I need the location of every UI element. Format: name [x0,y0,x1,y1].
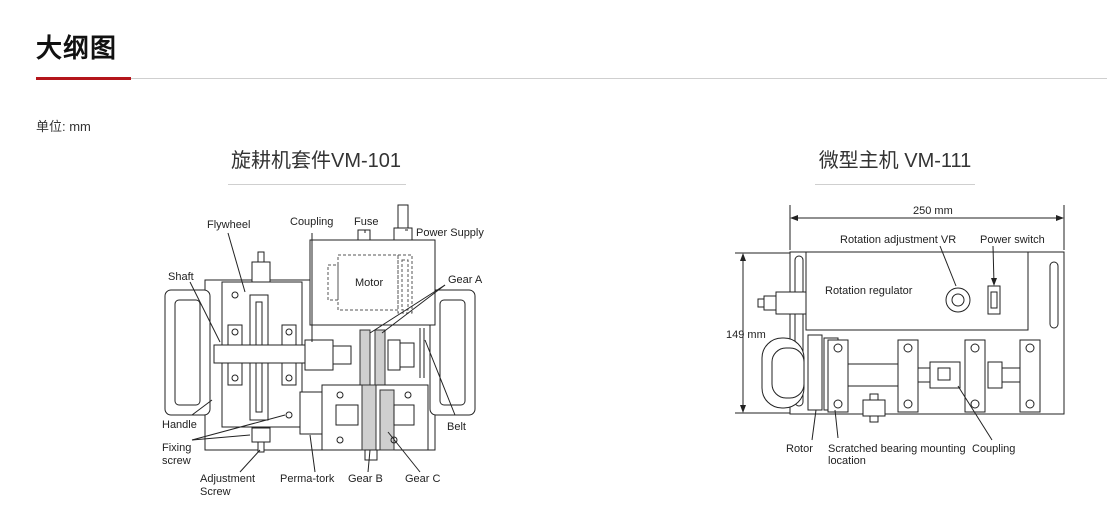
label-shaft: Shaft [168,271,194,283]
label-rotation-vr: Rotation adjustment VR [840,234,956,246]
vm101-gear-b [361,384,377,451]
vm101-coupling [304,339,334,371]
label-adjustment-screw: Adjustment [200,473,255,485]
label-gear-a: Gear A [448,274,483,286]
label-motor: Motor [355,277,383,289]
vm101-gear-a [359,329,371,386]
vm101-leader-lines [189,229,456,473]
label-power-supply: Power Supply [416,227,484,239]
vm111-connector [775,291,807,315]
vm111-dimensions [735,205,1065,414]
label-power-switch: Power switch [980,234,1045,246]
vm111-labels: 250 mm 149 mm Rotation adjustment VR Pow… [726,205,1045,467]
vm101-power-supply [397,204,409,231]
vm101-motor-housing [309,239,436,326]
vm101-perma-tork [299,391,323,435]
label-rotor: Rotor [786,443,813,455]
vm111-diagram: 250 mm 149 mm Rotation adjustment VR Pow… [726,205,1065,467]
vm111-title-rule [815,184,975,185]
vm111-shaft [847,363,899,387]
label-width: 250 mm [913,205,953,217]
label-gear-c: Gear C [405,473,441,485]
label-adjustment-screw-2: Screw [200,486,231,498]
label-rotation-regulator: Rotation regulator [825,285,913,297]
label-fixing-screw-2: screw [162,455,191,467]
label-flywheel: Flywheel [207,219,250,231]
label-gear-b: Gear B [348,473,383,485]
title-accent-bar [36,77,131,80]
unit-label: 单位: mm [36,119,91,134]
label-belt: Belt [447,421,466,433]
vm101-fuse [357,229,371,241]
vm111-drawing [757,251,1065,423]
vm101-gear-c [379,389,395,451]
vm101-diagram: Flywheel Coupling Fuse Power Supply Moto… [162,204,484,498]
label-handle: Handle [162,419,197,431]
vm101-drawing [164,204,476,461]
label-fuse: Fuse [354,216,378,228]
label-bearing-location-2: location [828,455,866,467]
vm111-bearing-block [827,339,849,413]
label-coupling: Coupling [972,443,1015,455]
label-coupling: Coupling [290,216,333,228]
label-perma-tork: Perma-tork [280,473,335,485]
label-height: 149 mm [726,329,766,341]
label-bearing-location: Scratched bearing mounting [828,443,966,455]
vm111-title: 微型主机 VM-111 [818,150,972,172]
vm111-rotor [807,334,823,411]
vm101-title-rule [228,184,406,185]
vm111-leader-lines [811,245,997,441]
vm101-shaft [213,344,315,364]
vm101-title: 旋耕机套件VM-101 [230,150,402,172]
title-divider [36,78,1107,79]
page-title: 大纲图 [36,33,118,63]
vm101-labels: Flywheel Coupling Fuse Power Supply Moto… [162,216,484,498]
label-fixing-screw: Fixing [162,442,191,454]
